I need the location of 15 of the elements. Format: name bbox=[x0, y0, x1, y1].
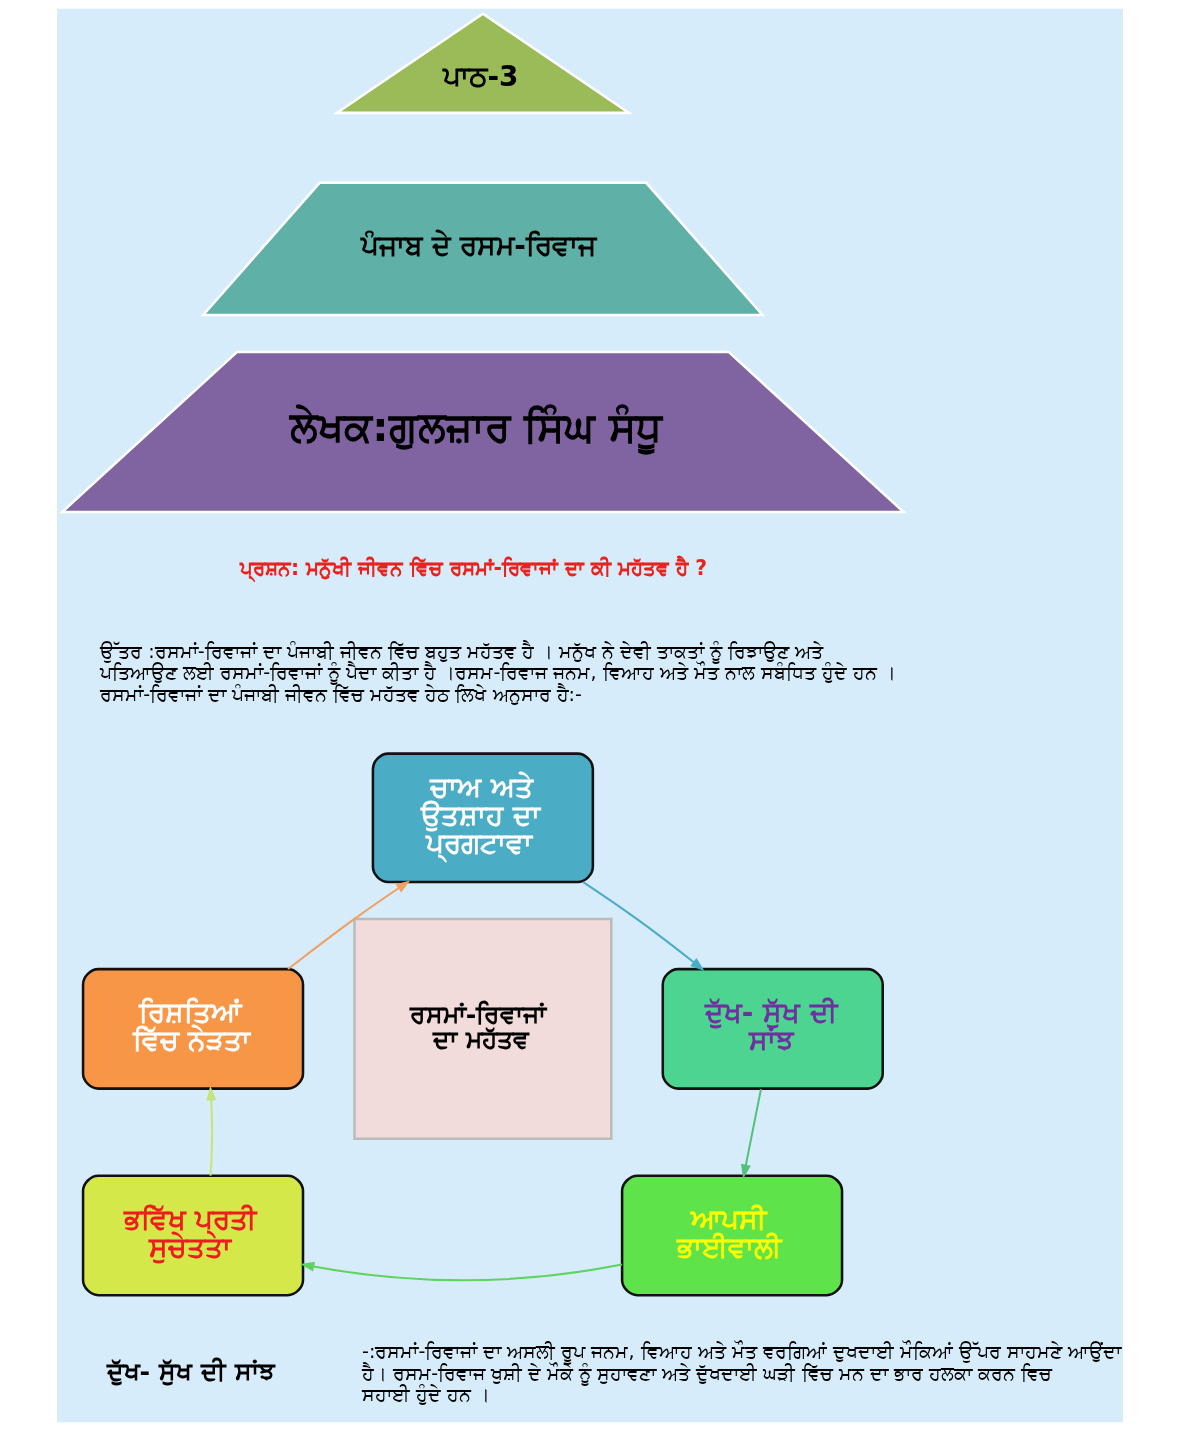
node-box: ਚਾਅ ਅਤੇ ਉਤਸ਼ਾਹ ਦਾ ਪ੍ਰਗਟਾਵਾ bbox=[371, 752, 594, 884]
label: ਉੱਤਰ :ਰਸਮਾਂ-ਰਿਵਾਜਾਂ ਦਾ ਪੰਜਾਬੀ ਜੀਵਨ ਵਿੱਚ ਬਹੁਤ ਮਹੱਤਵ ਹੈ । ਮਨੁੱਖ ਨੇ ਦੇਵੀ ਤਾਕਤਾਂ ਨੂੰ ਰਿਝਾਉਣ ਅਤੇ ਪਤਿਆਉਣ ਲਈ ਰਸਮਾਂ-ਰਿਵਾਜਾਂ ਨੂੰ ਪੈਦਾ ਕੀਤਾ ਹੈ ।ਰਸਮ-ਰਿਵਾਜ ਜਨਮ, ਵਿਆਹ ਅਤੇ ਮੌਤ ਨਾਲ ਸਬੰਧਿਤ ਹੁੰਦੇ ਹਨ । ਰਸਮਾਂ-ਰਿਵਾਜਾਂ ਦਾ ਪੰਜਾਬੀ ਜੀਵਨ ਵਿੱਚ ਮਹੱਤਵ ਹੇਠ ਲਿਖੇ ਅਨੁਸਾਰ ਹੈ:- bbox=[99, 639, 896, 705]
arrow bbox=[299, 1261, 622, 1282]
node-box: ਭਵਿੱਖ ਪ੍ਰਤੀ ਸੁਚੇਤਤਾ bbox=[81, 1174, 304, 1297]
arrow bbox=[740, 1088, 762, 1179]
node-box: ਰਸਮਾਂ-ਰਿਵਾਜਾਂ ਦਾ ਮਹੱਤਵ bbox=[352, 917, 613, 1141]
label: ਦੁੱਖ- ਸੁੱਖ ਦੀ ਸਾਂਝ bbox=[106, 1355, 275, 1386]
arrow bbox=[582, 881, 705, 971]
node-box: ਆਪਸੀ ਭਾਈਵਾਲੀ bbox=[620, 1174, 843, 1297]
node-box: ਰਿਸ਼ਤਿਆਂ ਵਿੱਚ ਨੇੜਤਾ bbox=[81, 967, 304, 1090]
label: ਪ੍ਰਸ਼ਨ: ਮਨੁੱਖੀ ਜੀਵਨ ਵਿੱਚ ਰਸਮਾਂ-ਰਿਵਾਜਾਂ ਦਾ ਕੀ ਮਹੱਤਵ ਹੈ ? bbox=[239, 556, 707, 581]
arrow bbox=[286, 880, 410, 970]
node-box: ਦੁੱਖ- ਸੁੱਖ ਦੀ ਸਾਂਝ bbox=[661, 967, 884, 1090]
label: -:ਰਸਮਾਂ-ਰਿਵਾਜਾਂ ਦਾ ਅਸਲੀ ਰੂਪ ਜਨਮ, ਵਿਆਹ ਅਤੇ ਮੌਤ ਵਰਗਿਆਂ ਦੁਖਦਾਈ ਮੌਕਿਆਂ ਉੱਪਰ ਸਾਹਮਣੇ ਆਉਂਦਾ ਹੈ। ਰਸਮ-ਰਿਵਾਜ ਖੁਸ਼ੀ ਦੇ ਮੌਕੇ ਨੂੰ ਸੁਹਾਵਣਾ ਅਤੇ ਦੁੱਖਦਾਈ ਘੜੀ ਵਿੱਚ ਮਨ ਦਾ ਭਾਰ ਹਲਕਾ ਕਰਨ ਵਿਚ ਸਹਾਈ ਹੁੰਦੇ ਹਨ । bbox=[361, 1340, 1121, 1406]
arrow bbox=[205, 1086, 216, 1176]
